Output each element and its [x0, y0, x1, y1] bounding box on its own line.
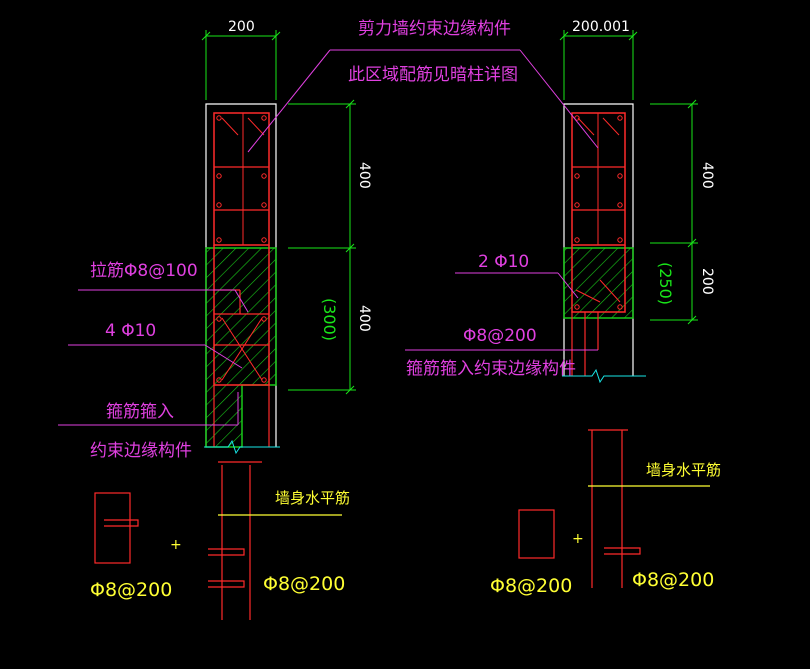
label-right-spacing: Φ8@200: [463, 326, 537, 346]
label-left-stirrup-line1: 箍筋箍入: [106, 402, 174, 422]
left-boundary-element: [204, 103, 280, 455]
detail-right-b: [588, 429, 710, 588]
right-break-line: [562, 368, 646, 384]
label-left-stirrup-line2: 约束边缘构件: [90, 441, 192, 461]
detail-right-a: [518, 509, 555, 559]
label-right-rebar: 2 Φ10: [478, 252, 529, 272]
detail-left-a: [94, 492, 139, 564]
dim-right-lower: 200: [699, 268, 715, 295]
right-hatch-zone: [563, 247, 634, 319]
left-break-line: [204, 439, 280, 455]
dim-right-width: 200.001: [572, 19, 630, 35]
label-title-line2: 此区域配筋见暗柱详图: [348, 65, 518, 85]
plus-mark-1: +: [170, 537, 182, 553]
dim-left-upper: 400: [356, 162, 372, 189]
plus-mark-2: +: [572, 531, 584, 547]
label-spacing-1: Φ8@200: [90, 579, 172, 601]
label-title-line1: 剪力墙约束边缘构件: [358, 19, 511, 39]
dim-right-upper: 400: [699, 162, 715, 189]
label-right-stirrup: 箍筋箍入约束边缘构件: [406, 359, 576, 379]
detail-left-b: [208, 461, 342, 620]
dim-left-lower-paren: (300): [320, 298, 339, 341]
dim-left-lower: 400: [356, 305, 372, 332]
dim-right-lower-paren: (250): [656, 262, 675, 305]
label-spacing-4: Φ8@200: [632, 569, 714, 591]
label-wall-horizontal-left: 墙身水平筋: [275, 489, 350, 507]
label-spacing-3: Φ8@200: [490, 575, 572, 597]
leader-lines: [58, 49, 599, 426]
dim-left-width: 200: [228, 19, 255, 35]
label-tie-bar: 拉筋Φ8@100: [90, 261, 198, 281]
right-dimensions: [559, 30, 698, 325]
left-dimensions: [201, 30, 356, 395]
right-boundary-element: [562, 103, 646, 384]
label-spacing-2: Φ8@200: [263, 573, 345, 595]
label-left-rebar: 4 Φ10: [105, 321, 156, 341]
label-wall-horizontal-right: 墙身水平筋: [646, 461, 721, 479]
